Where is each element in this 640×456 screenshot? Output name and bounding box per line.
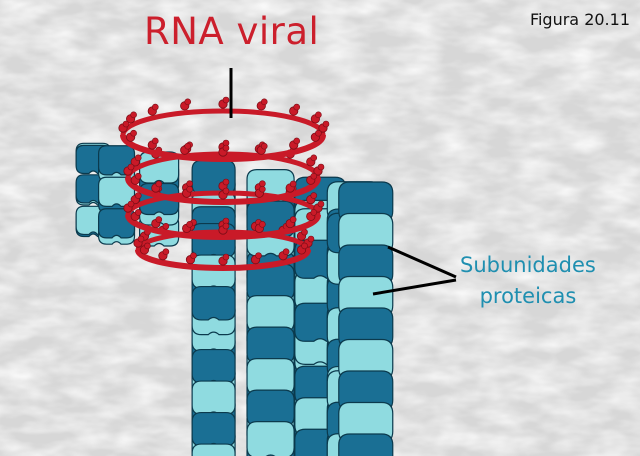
rna-nucleotide: [310, 172, 318, 180]
rna-nucleotide: [137, 235, 145, 243]
rna-nucleotide: [317, 163, 325, 171]
protein-subunit: [191, 254, 236, 290]
rna-nucleotide: [184, 98, 192, 106]
rna-nucleotide: [184, 142, 192, 150]
rna-nucleotide: [315, 111, 322, 119]
protein-subunit: [191, 159, 236, 195]
rna-nucleotide: [293, 103, 301, 111]
rna-nucleotide: [222, 144, 230, 152]
rna-nucleotide: [155, 216, 163, 223]
rna-nucleotide: [259, 185, 266, 193]
rna-nucleotide: [222, 222, 230, 230]
protein-subunit: [246, 295, 295, 333]
rna-nucleotide: [130, 129, 137, 137]
rna-strand: [125, 177, 321, 205]
rna-strand: [120, 108, 326, 136]
rna-nucleotide: [255, 252, 262, 259]
rna-nucleotide: [134, 172, 142, 180]
rna-nucleotide: [155, 180, 163, 188]
rna-nucleotide: [186, 180, 193, 187]
protein-subunit: [191, 443, 236, 456]
rna-nucleotide: [260, 142, 268, 150]
rna-nucleotide: [317, 200, 325, 208]
rna-nucleotide: [259, 180, 266, 187]
rna-nucleotide: [307, 235, 315, 243]
rna-nucleotide: [301, 242, 308, 250]
protein-subunits-label: Subunidades proteicas: [460, 250, 596, 312]
rna-nucleotide: [144, 242, 151, 250]
protein-subunit: [246, 421, 295, 456]
protein-pointer-line-upper: [387, 245, 457, 279]
protein-subunit: [191, 411, 236, 447]
rna-nucleotide: [322, 120, 330, 128]
rna-strand: [135, 249, 311, 271]
rna-nucleotide: [130, 111, 137, 119]
rna-nucleotide: [289, 216, 297, 223]
rna-nucleotide: [222, 187, 230, 195]
rna-viral-label: RNA viral: [144, 10, 320, 53]
rna-nucleotide: [186, 221, 193, 228]
rna-nucleotide: [310, 154, 318, 162]
rna-nucleotide: [162, 248, 170, 256]
rna-nucleotide: [134, 209, 142, 216]
rna-nucleotide: [134, 154, 142, 162]
protein-subunit: [191, 380, 236, 416]
rna-strand: [120, 134, 326, 162]
rna-nucleotide: [186, 185, 193, 193]
rna-nucleotide: [260, 98, 268, 106]
protein-subunit: [191, 348, 236, 384]
rna-nucleotide: [162, 222, 170, 230]
rna-nucleotide: [222, 96, 230, 104]
protein-subunit: [191, 285, 236, 321]
figure-number: Figura 20.11: [529, 10, 630, 29]
rna-nucleotide: [222, 253, 230, 261]
rna-nucleotide: [190, 252, 197, 259]
rna-nucleotide: [289, 180, 297, 188]
rna-nucleotide: [310, 209, 318, 216]
rna-helix-front: [118, 120, 326, 271]
rna-nucleotide: [122, 120, 130, 128]
protein-subunit: [191, 222, 236, 258]
protein-subunit: [246, 389, 295, 427]
rna-nucleotide: [310, 192, 318, 199]
rna-nucleotide: [282, 248, 290, 256]
protein-label-line2: proteicas: [479, 284, 577, 308]
rna-nucleotide: [127, 200, 135, 208]
protein-label-line1: Subunidades: [460, 253, 596, 277]
protein-subunit: [338, 433, 394, 456]
protein-subunit: [246, 326, 295, 364]
rna-nucleotide: [259, 221, 266, 228]
rna-nucleotide: [315, 129, 322, 137]
rna-nucleotide: [127, 163, 135, 171]
rna-nucleotide: [151, 137, 159, 145]
rna-nucleotide: [293, 137, 301, 145]
rna-nucleotide: [134, 192, 142, 199]
rna-nucleotide: [222, 178, 230, 186]
protein-pointer-line-lower: [372, 278, 457, 296]
rna-strand: [125, 214, 321, 240]
protein-subunit: [246, 358, 295, 396]
rna-nucleotide: [151, 103, 159, 111]
